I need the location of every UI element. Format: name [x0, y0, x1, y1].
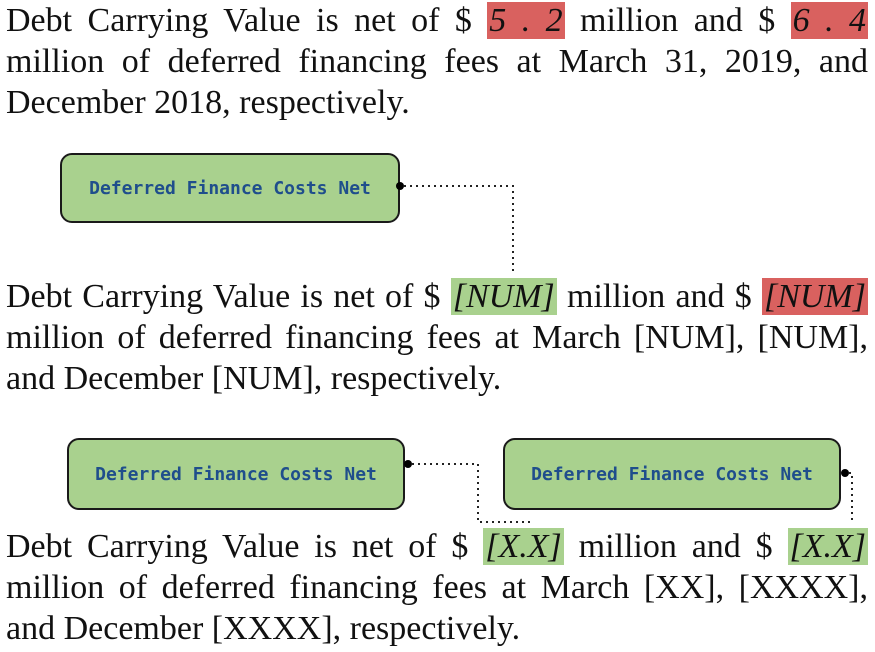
text-segment: Debt Carrying Value is net of $: [6, 528, 484, 565]
connector-line-1: [404, 185, 514, 274]
text-segment: million of deferred financing fees at Ma…: [6, 43, 868, 121]
connector-dot: [841, 469, 849, 477]
value-highlight-match: [NUM]: [450, 278, 557, 315]
value-highlight-match: [X.X]: [787, 528, 868, 565]
label-box-1: Deferred Finance Costs Net: [60, 153, 400, 223]
text-segment: million and $: [556, 278, 762, 315]
connector-line-3: [849, 472, 853, 522]
paragraph-x-masked: Debt Carrying Value is net of $ [X.X] mi…: [6, 526, 868, 649]
connector-line-2: [412, 463, 530, 523]
value-highlight-mismatch: 5 . 2: [487, 2, 565, 39]
paragraph-num-masked: Debt Carrying Value is net of $ [NUM] mi…: [6, 276, 868, 399]
connector-dot: [396, 182, 404, 190]
text-segment: million and $: [564, 2, 791, 39]
value-highlight-mismatch: [NUM]: [761, 278, 868, 315]
value-highlight-match: [X.X]: [483, 528, 564, 565]
text-segment: million of deferred financing fees at Ma…: [6, 569, 868, 647]
text-segment: Debt Carrying Value is net of $: [6, 2, 488, 39]
label-box-2: Deferred Finance Costs Net: [67, 438, 405, 510]
connector-dot: [404, 460, 412, 468]
label-text: Deferred Finance Costs Net: [95, 463, 377, 485]
text-segment: Debt Carrying Value is net of $: [6, 278, 451, 315]
value-highlight-mismatch: 6 . 4: [790, 2, 869, 39]
text-segment: million of deferred financing fees at Ma…: [6, 319, 868, 397]
label-text: Deferred Finance Costs Net: [531, 463, 813, 485]
label-box-3: Deferred Finance Costs Net: [503, 438, 841, 510]
paragraph-original: Debt Carrying Value is net of $ 5 . 2 mi…: [6, 0, 869, 123]
text-segment: million and $: [563, 528, 788, 565]
label-text: Deferred Finance Costs Net: [89, 177, 371, 199]
